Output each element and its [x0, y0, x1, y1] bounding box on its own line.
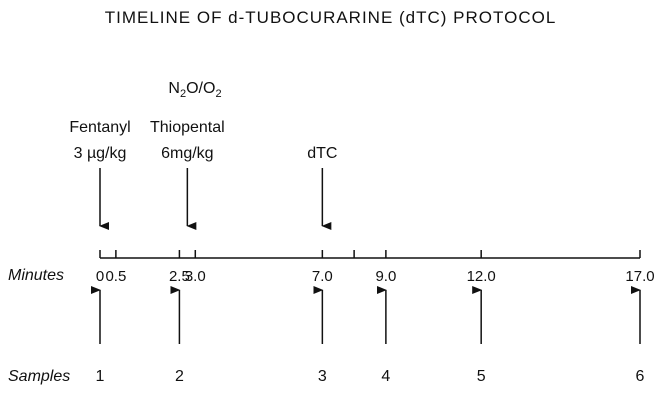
samples-label: Samples [8, 368, 71, 385]
sample-number: 3 [317, 368, 327, 385]
gas-label: N2O/O2 [168, 80, 222, 101]
sample-number: 2 [174, 368, 184, 385]
drug-dose-label: 3 µg/kg [73, 145, 127, 162]
drug-dose-label: 6mg/kg [161, 145, 214, 162]
sample-number: 1 [95, 368, 105, 385]
axis-tick-label: 17.0 [625, 268, 655, 285]
sample-number: 5 [476, 368, 486, 385]
axis-tick-label: 2.5 [168, 268, 190, 285]
page-title: TIMELINE OF d-TUBOCURARINE (dTC) PROTOCO… [104, 8, 557, 27]
axis-tick-label: 3.0 [184, 268, 206, 285]
sample-number: 6 [635, 368, 645, 385]
minutes-label: Minutes [8, 267, 65, 284]
drug-name-label: dTC [307, 145, 338, 162]
sample-number: 4 [381, 368, 391, 385]
axis-tick-label: 0.5 [105, 268, 127, 285]
axis-tick-label: 9.0 [375, 268, 397, 285]
axis-tick-label: 7.0 [311, 268, 333, 285]
axis-tick-label: 0 [95, 268, 105, 285]
drug-name-label: Thiopental [149, 119, 225, 136]
drug-name-label: Fentanyl [69, 119, 131, 136]
axis-tick-label: 12.0 [466, 268, 496, 285]
